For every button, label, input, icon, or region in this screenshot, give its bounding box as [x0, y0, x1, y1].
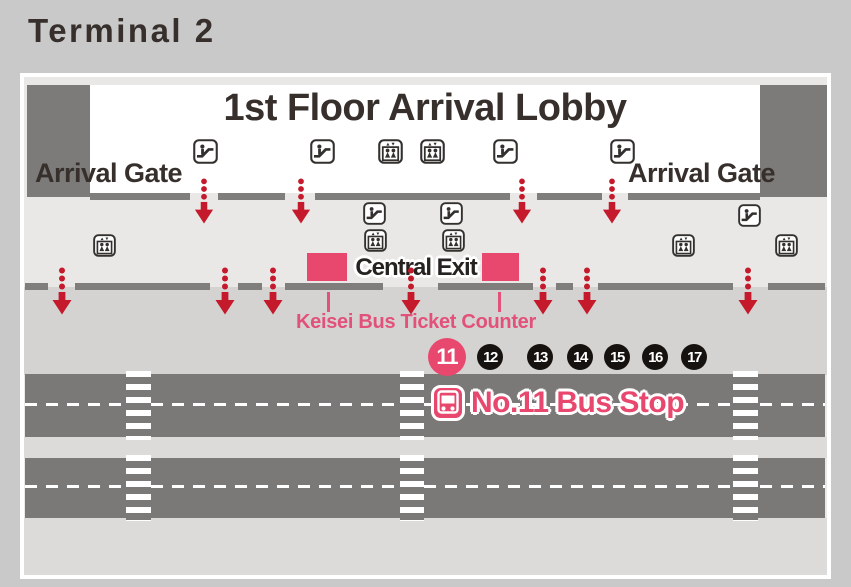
elevator-icon [672, 234, 695, 257]
down-arrow-icon [51, 267, 73, 315]
down-arrow-icon [193, 178, 215, 224]
down-arrow-icon [214, 267, 236, 315]
crosswalk [400, 455, 424, 521]
escalator-icon [610, 139, 635, 164]
wall-segment [285, 283, 383, 290]
elevator-icon [420, 139, 445, 164]
arrival-gate-label-left: Arrival Gate [35, 158, 183, 188]
arrival-gate-label-right: Arrival Gate [628, 158, 776, 188]
keisei-counter-label: Keisei Bus Ticket Counter [296, 311, 536, 333]
wall-segment [628, 193, 760, 200]
elevator-icon [378, 139, 403, 164]
wall-segment [218, 193, 285, 200]
ticket-counter-marker [482, 253, 519, 281]
down-arrow-icon [576, 267, 598, 315]
crosswalk [733, 455, 758, 521]
wall-segment [75, 283, 210, 290]
escalator-icon [310, 139, 335, 164]
crosswalk [400, 371, 424, 440]
escalator-icon [738, 204, 761, 227]
arrival-lobby-area [90, 85, 760, 193]
page-title: Terminal 2 [28, 12, 216, 49]
wall-segment [238, 283, 262, 290]
terminal-map-panel: 1st Floor Arrival Lobby Arrival Gate Arr… [20, 73, 831, 579]
elevator-icon [364, 229, 387, 252]
road-upper-centerline [25, 403, 825, 406]
central-exit-label: Central Exit [355, 254, 477, 281]
down-arrow-icon [532, 267, 554, 315]
down-arrow-icon [290, 178, 312, 224]
wall-segment [25, 283, 48, 290]
road-median [24, 437, 827, 458]
ticket-counter-marker [307, 253, 347, 281]
crosswalk [126, 371, 151, 440]
wall-block-right [760, 85, 827, 197]
bus-stop-14-badge: 14 [567, 344, 593, 370]
escalator-icon [493, 139, 518, 164]
crosswalk [733, 371, 758, 440]
bus-stop-13-badge: 13 [527, 344, 553, 370]
bus-stop-17-badge: 17 [681, 344, 707, 370]
wall-segment [537, 193, 602, 200]
down-arrow-icon [511, 178, 533, 224]
crosswalk [126, 455, 151, 521]
lobby-title: 1st Floor Arrival Lobby [223, 87, 627, 129]
down-arrow-icon [262, 267, 284, 315]
wall-segment [556, 283, 573, 290]
down-arrow-icon [400, 267, 422, 315]
lower-sidewalk-area [24, 518, 827, 575]
bus-stop-15-badge: 15 [604, 344, 630, 370]
wall-segment [768, 283, 825, 290]
bus-stop-16-badge: 16 [642, 344, 668, 370]
counter-pointer-line [498, 292, 501, 312]
wall-block-left [27, 85, 90, 197]
wall-segment [90, 193, 190, 200]
wall-segment [598, 283, 733, 290]
bus-stop-12-badge: 12 [477, 344, 503, 370]
escalator-icon [193, 139, 218, 164]
escalator-icon [440, 202, 463, 225]
escalator-icon [363, 202, 386, 225]
down-arrow-icon [601, 178, 623, 224]
wall-segment [315, 193, 510, 200]
no11-bus-stop-label: No.11 Bus Stop [471, 386, 685, 419]
down-arrow-icon [737, 267, 759, 315]
wall-segment [438, 283, 533, 290]
elevator-icon [442, 229, 465, 252]
counter-pointer-line [327, 292, 330, 312]
elevator-icon [775, 234, 798, 257]
bus-icon [431, 385, 465, 421]
elevator-icon [93, 234, 116, 257]
road-lower-centerline [25, 485, 825, 488]
bus-stop-11-badge: 11 [428, 338, 466, 376]
road-lower [25, 458, 825, 518]
